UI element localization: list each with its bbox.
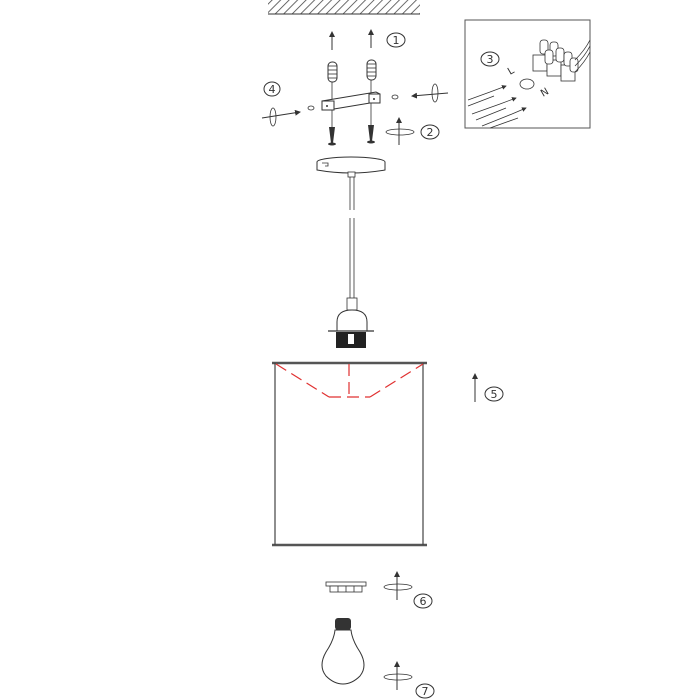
terminal-block — [532, 39, 591, 82]
wall-plug-right — [366, 59, 377, 81]
rotate-icon — [383, 673, 413, 681]
rotate-icon — [431, 83, 439, 103]
live-label: L — [506, 65, 517, 78]
step-6-indicator: 6 — [383, 571, 433, 609]
step-1-number: 1 — [393, 34, 400, 47]
lamp-shade — [272, 361, 427, 547]
ceiling-screws — [328, 125, 375, 146]
rotate-icon — [269, 107, 277, 127]
shade-ring — [325, 581, 367, 593]
step-4-number: 4 — [269, 83, 276, 96]
step-6-number: 6 — [420, 595, 427, 608]
ground-symbol-icon — [519, 78, 535, 90]
rotate-icon — [385, 128, 415, 136]
step-2-number: 2 — [427, 126, 434, 139]
step-5-number: 5 — [491, 388, 498, 401]
wiring-detail-box: 3 L N — [464, 19, 591, 129]
step-1-arrows — [329, 29, 374, 50]
wall-plug-left — [327, 61, 338, 83]
step-1-badge: 1 — [386, 32, 406, 48]
wall-plugs — [327, 59, 377, 83]
side-screws — [307, 94, 399, 111]
suspension-cable — [349, 177, 355, 298]
step-7-number: 7 — [422, 685, 429, 698]
neutral-label: N — [539, 86, 551, 99]
shade-frame-spokes — [275, 363, 424, 398]
step-4-indicator: 4 — [261, 81, 449, 127]
lamp-holder — [328, 297, 374, 348]
step-5-indicator: 5 — [472, 373, 504, 402]
rotate-icon — [383, 583, 413, 591]
wires — [467, 85, 527, 129]
step-2-indicator: 2 — [385, 117, 440, 145]
light-bulb — [321, 618, 365, 685]
ceiling — [268, 0, 420, 15]
ceiling-canopy — [316, 156, 386, 178]
mounting-bracket — [321, 91, 381, 111]
step-3-number: 3 — [487, 53, 494, 66]
step-7-indicator: 7 — [383, 661, 435, 699]
